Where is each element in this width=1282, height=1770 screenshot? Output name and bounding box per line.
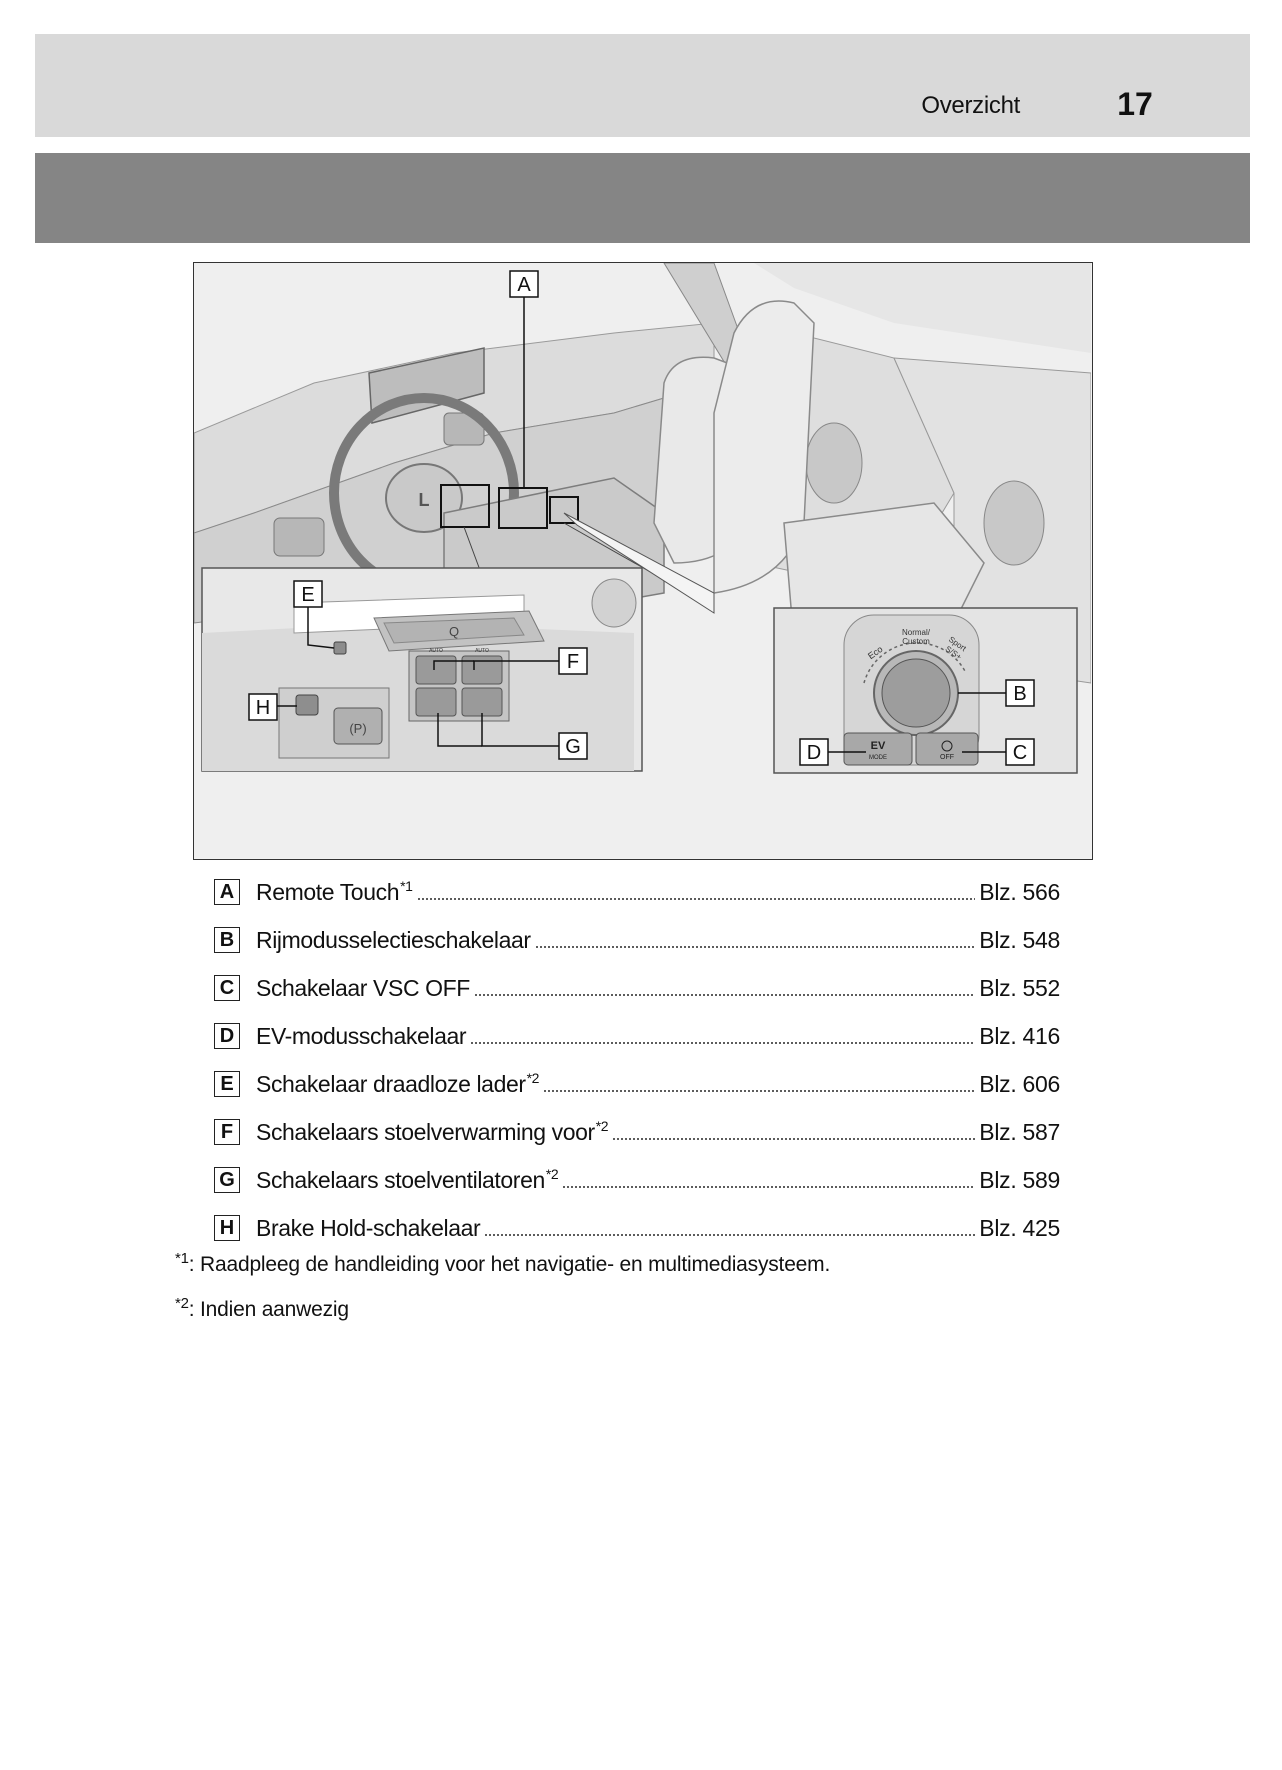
dot-leader (417, 898, 976, 900)
legend-letter: A (214, 879, 240, 905)
header-separator (35, 137, 1250, 153)
legend-row: A Remote Touch*1 Blz. 566 (214, 868, 1060, 916)
dot-leader (470, 1042, 975, 1044)
footnote-mark: *1 (175, 1250, 189, 1267)
page-number: 17 (1100, 86, 1170, 123)
footnote-mark: *2 (175, 1295, 189, 1312)
legend-letter: H (214, 1215, 240, 1241)
legend-letter: B (214, 927, 240, 953)
legend-note: *2 (546, 1166, 558, 1182)
dot-leader (535, 946, 976, 948)
legend-page-ref[interactable]: Blz. 425 (979, 1215, 1060, 1242)
svg-text:L: L (419, 490, 430, 510)
legend-label: Schakelaar draadloze lader*2 (256, 1070, 539, 1098)
legend-label: Rijmodusselectieschakelaar (256, 927, 531, 954)
footnote-text: : Raadpleeg de handleiding voor het navi… (189, 1253, 830, 1276)
legend-note: *2 (596, 1118, 608, 1134)
legend-letter: E (214, 1071, 240, 1097)
legend-row: B Rijmodusselectieschakelaar Blz. 548 (214, 916, 1060, 964)
svg-text:(P): (P) (349, 721, 366, 736)
legend-row: G Schakelaars stoelventilatoren*2 Blz. 5… (214, 1156, 1060, 1204)
callout-e-label: E (301, 584, 314, 606)
legend-page-ref[interactable]: Blz. 566 (979, 879, 1060, 906)
legend-page-ref[interactable]: Blz. 606 (979, 1071, 1060, 1098)
callout-a-label: A (517, 274, 531, 296)
legend-row: C Schakelaar VSC OFF Blz. 552 (214, 964, 1060, 1012)
legend-row: E Schakelaar draadloze lader*2 Blz. 606 (214, 1060, 1060, 1108)
legend-page-ref[interactable]: Blz. 587 (979, 1119, 1060, 1146)
auto-label-right: AUTO (475, 648, 489, 654)
callout-c-label: C (1013, 742, 1027, 764)
legend-note: *2 (527, 1070, 539, 1086)
legend-note: *1 (400, 878, 412, 894)
footnote-1: *1: Raadpleeg de handleiding voor het na… (175, 1250, 830, 1277)
legend-row: F Schakelaars stoelverwarming voor*2 Blz… (214, 1108, 1060, 1156)
legend-page-ref[interactable]: Blz. 589 (979, 1167, 1060, 1194)
legend-label: Remote Touch*1 (256, 878, 413, 906)
ev-button-label: EV (871, 740, 886, 752)
footnote-2: *2: Indien aanwezig (175, 1295, 349, 1322)
dot-leader (474, 994, 975, 996)
legend-page-ref[interactable]: Blz. 548 (979, 927, 1060, 954)
footnote-text: : Indien aanwezig (189, 1298, 349, 1321)
legend-label: Schakelaar VSC OFF (256, 975, 470, 1002)
callout-h-label: H (256, 697, 270, 719)
legend-label: Schakelaars stoelventilatoren*2 (256, 1166, 558, 1194)
dot-leader (543, 1090, 975, 1092)
header-band (35, 34, 1250, 137)
interior-illustration: L A Q AUTO AUTO (P) E F G (193, 262, 1093, 860)
ev-button-sub: MODE (869, 755, 887, 761)
legend-page-ref[interactable]: Blz. 552 (979, 975, 1060, 1002)
callout-d-label: D (807, 742, 821, 764)
vsc-off-label: OFF (940, 754, 954, 761)
legend-label: Brake Hold-schakelaar (256, 1215, 480, 1242)
dial-normal-label: Normal/ (902, 628, 931, 637)
legend-letter: G (214, 1167, 240, 1193)
dot-leader (612, 1138, 975, 1140)
dot-leader (484, 1234, 975, 1236)
legend-page-ref[interactable]: Blz. 416 (979, 1023, 1060, 1050)
legend-list: A Remote Touch*1 Blz. 566 B Rijmodussele… (214, 868, 1060, 1252)
legend-row: H Brake Hold-schakelaar Blz. 425 (214, 1204, 1060, 1252)
legend-label: Schakelaars stoelverwarming voor*2 (256, 1118, 608, 1146)
callout-g-label: G (565, 736, 581, 758)
svg-text:Q: Q (449, 624, 459, 639)
section-title: Overzicht (890, 92, 1020, 120)
legend-letter: F (214, 1119, 240, 1145)
dot-leader (562, 1186, 975, 1188)
legend-letter: C (214, 975, 240, 1001)
callout-b-label: B (1013, 683, 1026, 705)
legend-letter: D (214, 1023, 240, 1049)
dial-custom-label: Custom (902, 637, 930, 646)
callout-f-label: F (567, 651, 579, 673)
auto-label-left: AUTO (429, 648, 443, 654)
legend-label: EV-modusschakelaar (256, 1023, 466, 1050)
legend-row: D EV-modusschakelaar Blz. 416 (214, 1012, 1060, 1060)
chapter-band (35, 153, 1250, 243)
